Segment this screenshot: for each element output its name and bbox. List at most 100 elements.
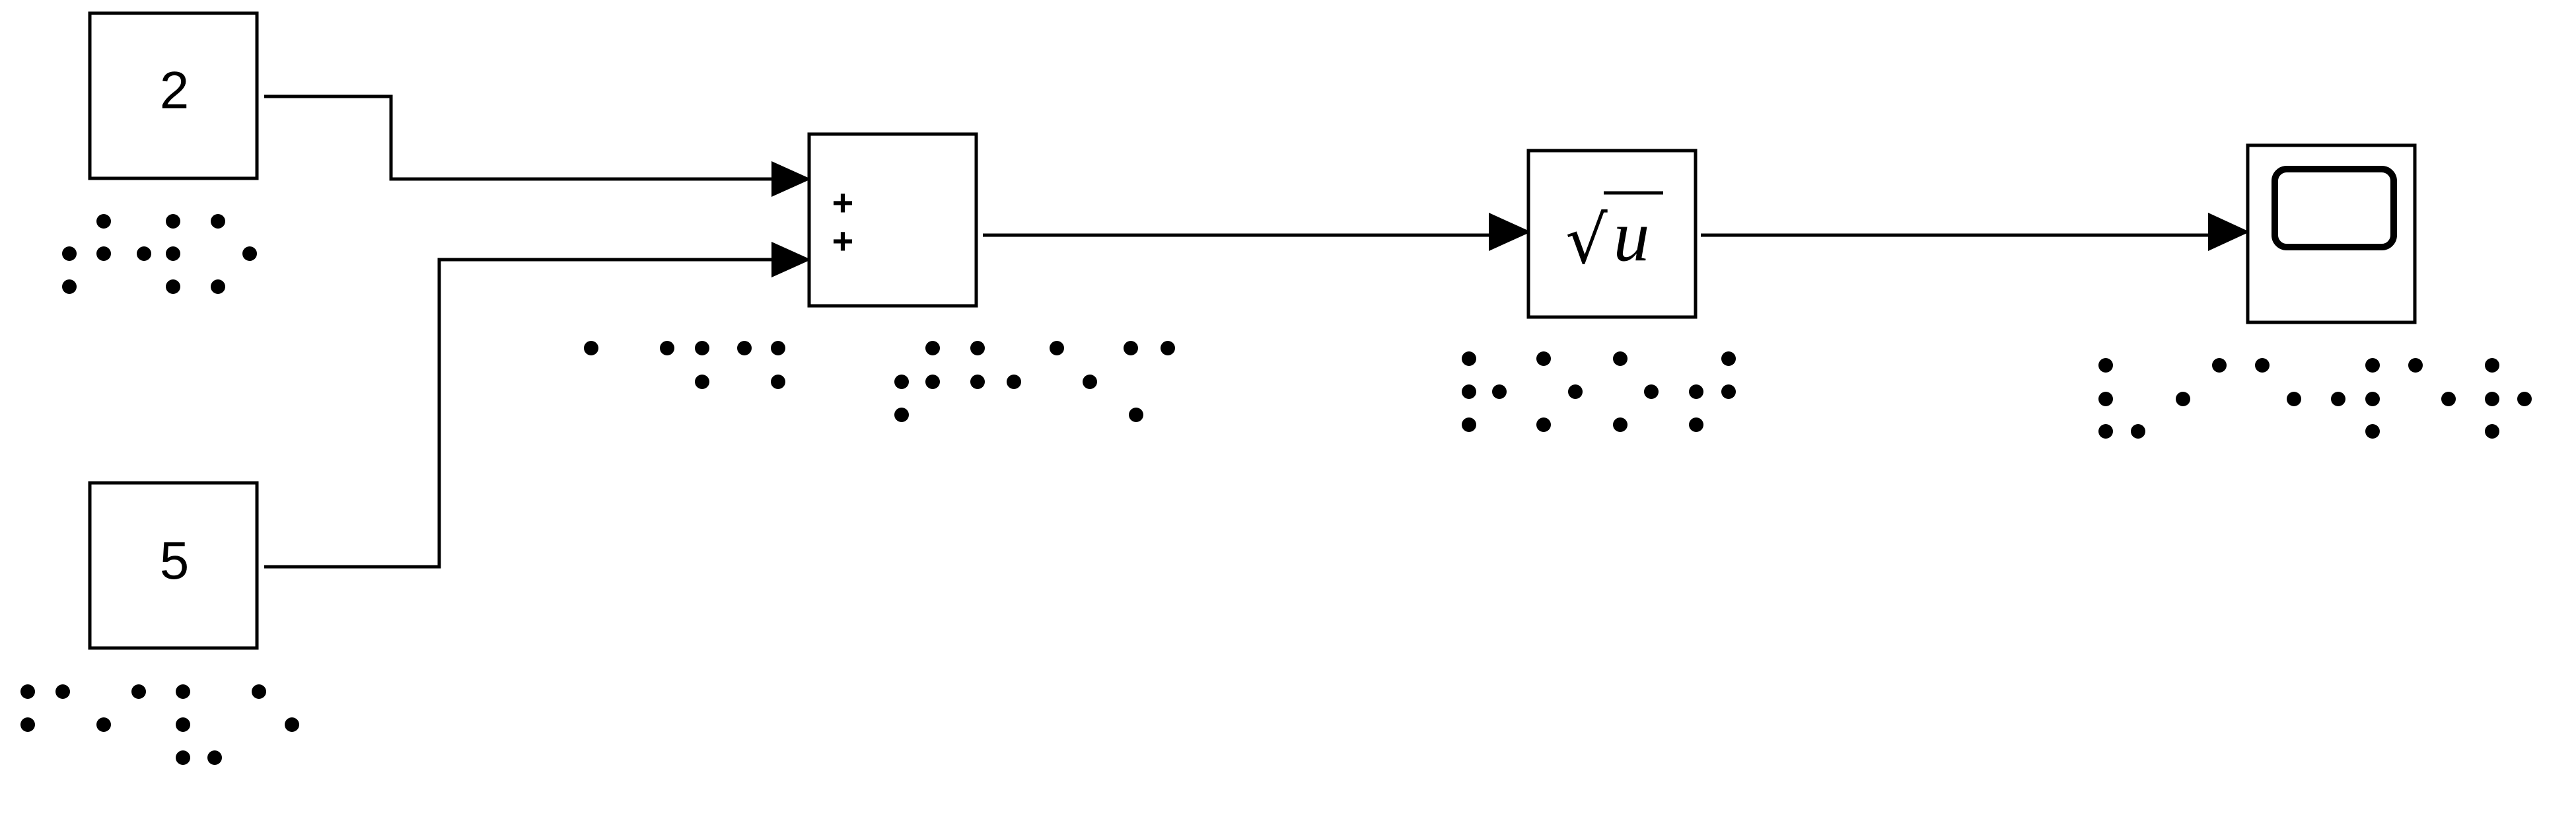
braille-dot [2176,392,2190,406]
braille-dot [2331,392,2345,406]
braille-dot [1083,375,1097,389]
braille-label-scope [2098,358,2532,439]
braille-dot [211,214,225,229]
braille-dot [62,279,77,294]
braille-dot [1161,341,1175,355]
braille-dot [2098,392,2113,406]
braille-dot [2485,424,2499,439]
braille-dot [176,750,190,765]
sqrt-block[interactable]: √ u [1526,149,1698,319]
constant-block-bottom[interactable]: 5 [88,481,259,650]
braille-dot [1129,408,1143,422]
braille-dot [2517,392,2532,406]
braille-dot [925,341,940,355]
braille-dot [20,684,35,699]
braille-dot [584,341,598,355]
arrowhead-sqrt-input [1489,213,1531,251]
braille-dot [2365,392,2380,406]
braille-dot [1721,384,1736,399]
braille-labels [20,214,2532,765]
braille-dot [1462,384,1476,399]
braille-dot [2365,424,2380,439]
braille-dot [96,214,111,229]
braille-dot [2485,358,2499,373]
braille-dot [1536,351,1551,366]
sum-sign-1: + [832,182,854,223]
braille-dot [2255,358,2270,373]
braille-dot [252,684,266,699]
braille-dot [176,717,190,732]
braille-dot [695,375,709,389]
braille-dot [137,246,151,261]
braille-dot [1462,351,1476,366]
braille-dot [894,375,909,389]
braille-dot [1050,341,1064,355]
braille-dot [1568,384,1583,399]
braille-dot [660,341,674,355]
braille-dot [1721,351,1736,366]
braille-dot [62,246,77,261]
signal-line-const5-to-sum[interactable] [264,258,771,569]
braille-dot [2365,358,2380,373]
braille-dot [207,750,222,765]
braille-dot [2287,392,2301,406]
braille-dot [176,684,190,699]
braille-dot [695,341,709,355]
braille-label-sqrt [1462,351,1736,432]
braille-dot [55,684,70,699]
sqrt-variable: u [1614,196,1650,276]
braille-label-constant-bottom [20,684,299,765]
braille-dot [1462,417,1476,432]
braille-dot [1007,375,1021,389]
braille-dot [2098,424,2113,439]
braille-dot [285,717,299,732]
sqrt-radical-glyph: √ [1565,201,1608,279]
braille-dot [1536,417,1551,432]
braille-dot [2212,358,2227,373]
braille-dot [166,246,180,261]
scope-screen-icon [2272,166,2397,250]
braille-dot [1613,351,1628,366]
braille-dot [925,375,940,389]
braille-label-sum [584,341,1175,422]
braille-label-constant-top [62,214,257,294]
constant-top-value: 2 [160,61,190,120]
sum-sign-2: + [832,220,854,262]
braille-dot [970,341,985,355]
braille-dot [1689,384,1703,399]
braille-dot [2408,358,2423,373]
sum-block-icon: + + [832,182,854,262]
braille-dot [20,717,35,732]
braille-dot [2485,392,2499,406]
braille-dot [970,375,985,389]
braille-dot [771,375,785,389]
braille-dot [2441,392,2456,406]
braille-dot [166,214,180,229]
arrowhead-sum-input-2 [771,242,811,277]
braille-dot [1689,417,1703,432]
sqrt-block-icon: √ u [1565,191,1663,279]
braille-dot [1124,341,1138,355]
braille-dot [242,246,257,261]
braille-dot [771,341,785,355]
braille-dot [1613,417,1628,432]
constant-block-top[interactable]: 2 [88,11,259,180]
arrowhead-sum-input-1 [771,161,811,197]
braille-dot [96,246,111,261]
braille-dot [2098,358,2113,373]
scope-block[interactable] [2246,143,2417,324]
braille-dot [166,279,180,294]
braille-dot [737,341,752,355]
braille-dot [1644,384,1659,399]
arrowhead-scope-input [2208,213,2250,251]
sum-block[interactable]: + + [807,132,978,308]
signal-lines [264,94,2250,569]
braille-dot [2131,424,2145,439]
braille-dot [1492,384,1507,399]
signal-line-const2-to-sum[interactable] [264,94,771,181]
braille-dot [211,279,225,294]
braille-dot [131,684,146,699]
braille-dot [894,408,909,422]
braille-dot [96,717,111,732]
